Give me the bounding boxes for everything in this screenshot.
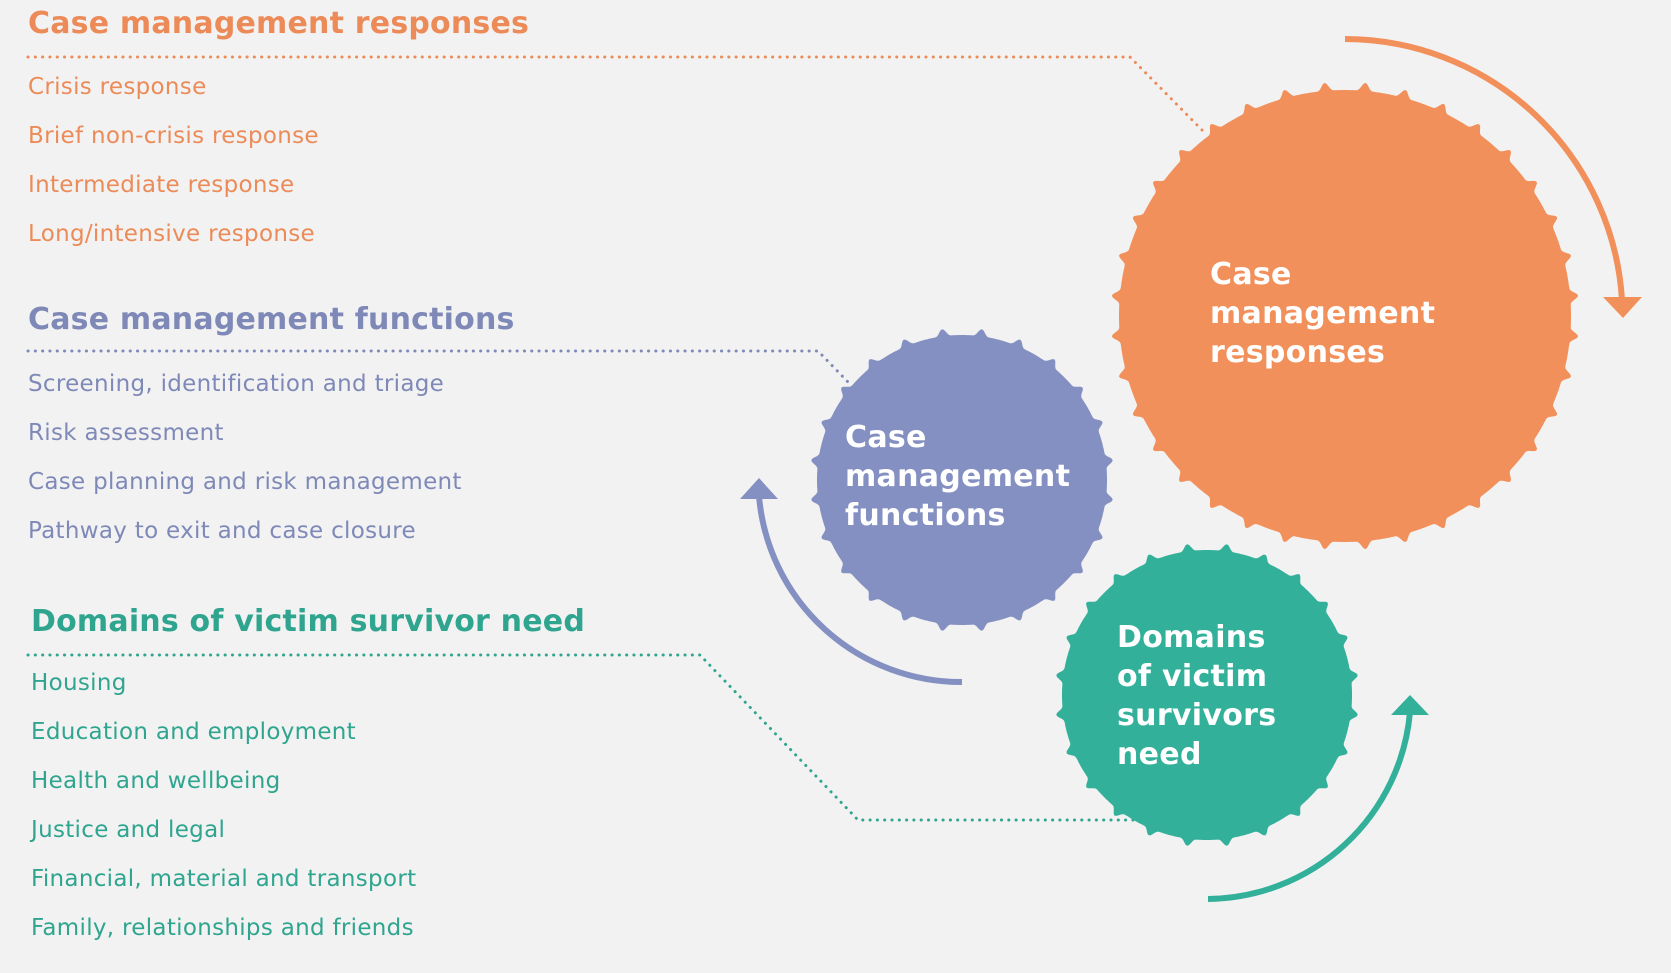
circle-label-line: Case	[1210, 257, 1292, 292]
arrowhead-functions-icon	[740, 478, 778, 499]
list-item: Justice and legal	[31, 817, 226, 843]
circle-label-line: functions	[845, 498, 1006, 533]
circle-label-domains: Domains of victim survivors need	[1117, 618, 1276, 774]
connector-functions	[26, 349, 850, 384]
list-item: Case planning and risk management	[28, 469, 462, 495]
circle-label-line: of victim	[1117, 659, 1268, 694]
heading-domains: Domains of victim survivor need	[31, 604, 585, 639]
arrow-domains-icon	[1207, 711, 1413, 902]
circle-label-functions: Case management functions	[845, 418, 1070, 535]
connector-responses	[26, 55, 1204, 132]
circle-label-line: responses	[1210, 335, 1386, 370]
list-item: Pathway to exit and case closure	[28, 518, 416, 544]
circle-label-responses: Case management responses	[1210, 255, 1435, 372]
heading-responses: Case management responses	[28, 6, 530, 41]
circle-label-line: management	[845, 459, 1071, 494]
arrowhead-domains-icon	[1391, 695, 1429, 715]
list-item: Risk assessment	[28, 420, 224, 446]
circle-label-line: survivors	[1117, 698, 1277, 733]
list-item: Housing	[31, 670, 127, 696]
list-item: Brief non-crisis response	[28, 123, 319, 149]
circle-label-line: need	[1117, 737, 1202, 772]
arrow-functions-icon	[756, 495, 963, 686]
gear-responses	[1111, 82, 1579, 550]
gear-domains	[1056, 544, 1358, 846]
circle-label-line: Domains	[1117, 620, 1266, 655]
heading-functions: Case management functions	[28, 302, 515, 337]
list-item: Screening, identification and triage	[28, 371, 445, 397]
list-item: Education and employment	[31, 719, 356, 745]
connector-domains	[26, 653, 1137, 822]
list-item: Family, relationships and friends	[31, 915, 414, 941]
gear-functions	[811, 329, 1113, 631]
arrowhead-responses-icon	[1603, 297, 1642, 318]
list-item: Crisis response	[28, 74, 207, 100]
circle-label-line: management	[1210, 296, 1436, 331]
list-item: Long/intensive response	[28, 221, 315, 247]
list-item: Intermediate response	[28, 172, 295, 198]
list-item: Financial, material and transport	[31, 866, 417, 892]
arrow-responses-icon	[1344, 36, 1625, 301]
list-item: Health and wellbeing	[31, 768, 281, 794]
circle-label-line: Case	[845, 420, 927, 455]
